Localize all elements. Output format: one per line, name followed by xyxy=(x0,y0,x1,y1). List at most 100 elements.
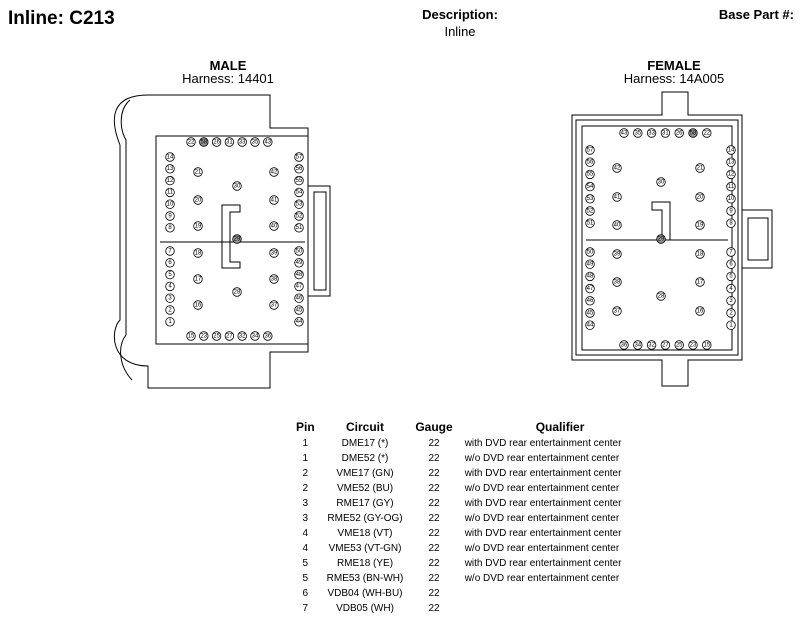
pin-35: 35 xyxy=(633,128,643,138)
cell-gauge: 22 xyxy=(428,483,440,494)
pin-20: 20 xyxy=(193,195,203,205)
pin-50: 50 xyxy=(294,246,304,256)
cell-pin: 5 xyxy=(302,558,309,569)
pin-53: 53 xyxy=(585,194,595,204)
pin-18: 18 xyxy=(193,248,203,258)
svg-text:30: 30 xyxy=(234,183,241,189)
pin-22: 22 xyxy=(186,137,196,147)
pin-54: 54 xyxy=(585,181,595,192)
svg-text:51: 51 xyxy=(587,221,594,227)
svg-text:54: 54 xyxy=(587,184,594,190)
cell-qualifier xyxy=(459,601,628,616)
pin-16: 16 xyxy=(193,300,203,310)
svg-text:42: 42 xyxy=(271,169,278,175)
pin-7: 7 xyxy=(726,247,736,257)
pin-40: 40 xyxy=(612,220,622,230)
pin-17: 17 xyxy=(695,277,705,287)
pin-9: 9 xyxy=(726,206,736,216)
svg-text:18: 18 xyxy=(195,250,202,256)
pin-43: 43 xyxy=(619,128,629,138)
pin-41: 41 xyxy=(612,192,622,202)
pin-44: 44 xyxy=(294,317,304,327)
description-value: Inline xyxy=(444,24,476,39)
svg-text:4: 4 xyxy=(729,286,733,292)
pin-12: 12 xyxy=(165,175,175,186)
svg-text:2: 2 xyxy=(729,310,733,316)
pin-3: 3 xyxy=(165,293,175,303)
pin-48: 48 xyxy=(585,271,595,282)
svg-text:35: 35 xyxy=(634,130,641,136)
connector-title: Inline: C213 xyxy=(8,8,115,29)
svg-text:36: 36 xyxy=(621,342,628,348)
svg-text:25: 25 xyxy=(676,342,683,348)
pin-19: 19 xyxy=(695,220,705,230)
male-title: MALE xyxy=(209,58,247,73)
cell-circuit: VME53 (VT-GN) xyxy=(328,543,402,554)
pin-5: 5 xyxy=(165,269,175,280)
svg-text:3: 3 xyxy=(168,296,172,302)
pin-18: 18 xyxy=(695,249,705,259)
pin-30: 30 xyxy=(656,177,666,187)
pin-28: 28 xyxy=(656,291,666,301)
pin-6: 6 xyxy=(165,258,175,268)
pin-46: 46 xyxy=(585,296,595,306)
pin-21: 21 xyxy=(695,163,705,173)
pin-48: 48 xyxy=(294,269,304,280)
pin-15: 15 xyxy=(186,331,196,341)
svg-text:4: 4 xyxy=(168,284,172,290)
pin-23: 23 xyxy=(688,340,698,350)
svg-text:40: 40 xyxy=(271,223,278,229)
cell-pin: 7 xyxy=(302,603,309,614)
svg-text:40: 40 xyxy=(614,222,621,228)
cell-pin: 5 xyxy=(302,573,309,584)
svg-text:25: 25 xyxy=(213,333,220,339)
svg-text:28: 28 xyxy=(234,289,241,295)
svg-text:26: 26 xyxy=(676,130,683,136)
svg-text:56: 56 xyxy=(587,160,594,166)
svg-text:58: 58 xyxy=(690,130,697,136)
svg-text:38: 38 xyxy=(614,279,621,285)
pin-5: 5 xyxy=(726,271,736,282)
pin-32: 32 xyxy=(237,331,247,341)
svg-text:22: 22 xyxy=(188,139,195,145)
svg-text:38: 38 xyxy=(271,276,278,282)
svg-text:10: 10 xyxy=(167,202,174,208)
svg-text:29: 29 xyxy=(658,236,665,242)
svg-text:43: 43 xyxy=(621,130,628,136)
pin-53: 53 xyxy=(294,199,304,209)
pin-52: 52 xyxy=(294,211,304,221)
pin-1: 1 xyxy=(165,317,175,327)
svg-text:51: 51 xyxy=(296,225,303,231)
svg-text:33: 33 xyxy=(239,139,246,145)
svg-text:17: 17 xyxy=(697,279,704,285)
cell-circuit: VME18 (VT) xyxy=(337,528,393,539)
cell-circuit: VME17 (GN) xyxy=(336,468,394,479)
pin-28: 28 xyxy=(232,287,242,297)
svg-text:22: 22 xyxy=(703,130,710,136)
pin-20: 20 xyxy=(695,192,705,202)
pin-27: 27 xyxy=(660,340,671,350)
pin-46: 46 xyxy=(294,293,304,303)
cell-pin: 2 xyxy=(302,468,309,479)
pin-3: 3 xyxy=(726,296,736,306)
svg-text:6: 6 xyxy=(729,262,733,268)
base-part-label: Base Part #: xyxy=(718,7,794,22)
svg-text:8: 8 xyxy=(168,225,172,231)
svg-text:48: 48 xyxy=(296,272,303,278)
svg-text:48: 48 xyxy=(587,274,594,280)
pin-17: 17 xyxy=(193,274,203,284)
cell-gauge: 22 xyxy=(428,573,440,584)
svg-text:52: 52 xyxy=(296,213,303,219)
description-label: Description: xyxy=(422,7,498,22)
svg-text:52: 52 xyxy=(587,208,594,214)
svg-text:14: 14 xyxy=(728,147,735,153)
svg-text:29: 29 xyxy=(234,236,241,242)
cell-gauge: 22 xyxy=(428,543,440,554)
male-connector-outline xyxy=(113,94,331,389)
svg-text:21: 21 xyxy=(697,165,704,171)
